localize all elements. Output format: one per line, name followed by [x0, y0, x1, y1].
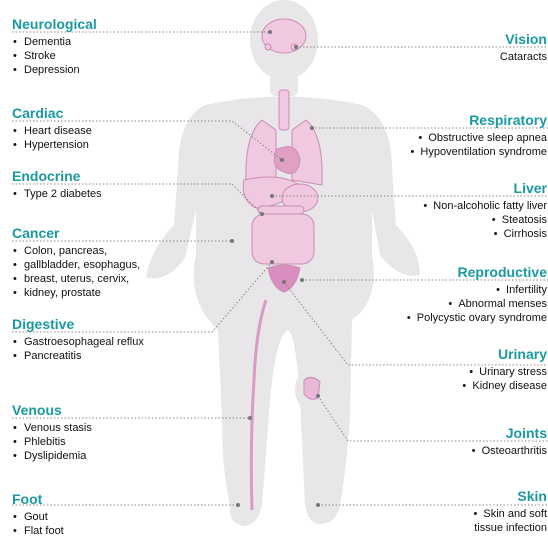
liver-heading: Liver [423, 180, 547, 196]
list-item: Obstructive sleep apnea [410, 131, 547, 145]
list-item: tissue infection [473, 521, 547, 535]
list-item: Hypoventilation syndrome [410, 145, 547, 159]
vision-heading: Vision [500, 31, 547, 47]
list-item: gallbladder, esophagus, [12, 258, 140, 272]
reproductive-heading: Reproductive [407, 264, 547, 280]
list-item: Hypertension [12, 138, 92, 152]
vision-list: Cataracts [500, 50, 547, 64]
urinary-heading: Urinary [462, 346, 547, 362]
list-item: breast, uterus, cervix, [12, 272, 140, 286]
list-item: Cirrhosis [423, 227, 547, 241]
digestive-heading: Digestive [12, 316, 144, 332]
trachea-icon [279, 90, 289, 130]
cardiac-heading: Cardiac [12, 105, 92, 121]
respiratory-heading: Respiratory [410, 112, 547, 128]
neurological-heading: Neurological [12, 16, 97, 32]
reproductive-group: Reproductive Infertility Abnormal menses… [407, 264, 547, 325]
reproductive-list: Infertility Abnormal menses Polycystic o… [407, 283, 547, 325]
endocrine-group: Endocrine Type 2 diabetes [12, 168, 102, 201]
list-item: Gastroesophageal reflux [12, 335, 144, 349]
list-item: Phlebitis [12, 435, 92, 449]
cardiac-list: Heart disease Hypertension [12, 124, 92, 152]
list-item: Type 2 diabetes [12, 187, 102, 201]
endocrine-list: Type 2 diabetes [12, 187, 102, 201]
venous-group: Venous Venous stasis Phlebitis Dyslipide… [12, 402, 92, 463]
list-item: Flat foot [12, 524, 64, 538]
urinary-group: Urinary Urinary stress Kidney disease [462, 346, 547, 393]
list-item: Pancreatitis [12, 349, 144, 363]
list-item: Venous stasis [12, 421, 92, 435]
list-item: Cataracts [500, 50, 547, 64]
list-item: Abnormal menses [407, 297, 547, 311]
venous-heading: Venous [12, 402, 92, 418]
urinary-list: Urinary stress Kidney disease [462, 365, 547, 393]
list-item: Urinary stress [462, 365, 547, 379]
list-item: Heart disease [12, 124, 92, 138]
cancer-group: Cancer Colon, pancreas, gallbladder, eso… [12, 225, 140, 300]
venous-list: Venous stasis Phlebitis Dyslipidemia [12, 421, 92, 463]
list-item: Stroke [12, 49, 97, 63]
list-item: Dementia [12, 35, 97, 49]
heart-icon [274, 147, 300, 174]
list-item: Infertility [407, 283, 547, 297]
skin-list: Skin and soft tissue infection [473, 507, 547, 535]
list-item: Non-alcoholic fatty liver [423, 199, 547, 213]
list-item: Gout [12, 510, 64, 524]
neurological-group: Neurological Dementia Stroke Depression [12, 16, 97, 77]
cancer-list: Colon, pancreas, gallbladder, esophagus,… [12, 244, 140, 300]
liver-group: Liver Non-alcoholic fatty liver Steatosi… [423, 180, 547, 241]
cardiac-group: Cardiac Heart disease Hypertension [12, 105, 92, 152]
list-item: Dyslipidemia [12, 449, 92, 463]
list-item: Steatosis [423, 213, 547, 227]
joints-list: Osteoarthritis [472, 444, 547, 458]
liver-list: Non-alcoholic fatty liver Steatosis Cirr… [423, 199, 547, 241]
respiratory-list: Obstructive sleep apnea Hypoventilation … [410, 131, 547, 159]
eye-icon [265, 44, 271, 50]
joints-heading: Joints [472, 425, 547, 441]
list-item: Polycystic ovary syndrome [407, 311, 547, 325]
vision-group: Vision Cataracts [500, 31, 547, 64]
skin-group: Skin Skin and soft tissue infection [473, 488, 547, 535]
skin-heading: Skin [473, 488, 547, 504]
digestive-list: Gastroesophageal reflux Pancreatitis [12, 335, 144, 363]
pancreas-icon [258, 206, 304, 214]
foot-list: Gout Flat foot [12, 510, 64, 538]
cancer-heading: Cancer [12, 225, 140, 241]
intestines-icon [252, 214, 314, 264]
joints-group: Joints Osteoarthritis [472, 425, 547, 458]
neurological-list: Dementia Stroke Depression [12, 35, 97, 77]
respiratory-group: Respiratory Obstructive sleep apnea Hypo… [410, 112, 547, 159]
list-item: Kidney disease [462, 379, 547, 393]
digestive-group: Digestive Gastroesophageal reflux Pancre… [12, 316, 144, 363]
list-item: kidney, prostate [12, 286, 140, 300]
endocrine-heading: Endocrine [12, 168, 102, 184]
list-item: Colon, pancreas, [12, 244, 140, 258]
foot-heading: Foot [12, 491, 64, 507]
list-item: Osteoarthritis [472, 444, 547, 458]
foot-group: Foot Gout Flat foot [12, 491, 64, 538]
list-item: Skin and soft [473, 507, 547, 521]
list-item: Depression [12, 63, 97, 77]
